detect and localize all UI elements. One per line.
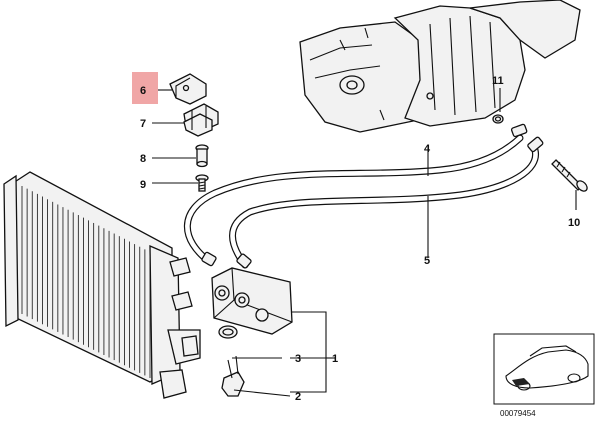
leader-lines <box>152 88 577 397</box>
callout-9: 9 <box>140 179 146 191</box>
vehicle-thumbnail <box>493 333 595 405</box>
clip <box>221 355 245 397</box>
callout-2: 2 <box>295 391 301 403</box>
callout-10: 10 <box>568 217 580 229</box>
hollow-bolt <box>551 159 588 192</box>
radiator <box>3 171 201 399</box>
callout-1: 1 <box>332 353 338 365</box>
oil-cooler <box>211 267 293 335</box>
reference-number: 00079454 <box>500 409 536 418</box>
oil-cooler-lines <box>183 123 544 269</box>
callout-8: 8 <box>140 153 146 165</box>
callout-4: 4 <box>424 143 431 155</box>
clamps <box>183 103 219 137</box>
bracket <box>169 73 207 105</box>
callout-3: 3 <box>295 353 301 365</box>
callout-6-highlight <box>132 72 158 104</box>
callout-6: 6 <box>140 85 146 97</box>
transmission <box>299 0 581 133</box>
callout-5: 5 <box>424 255 430 267</box>
callout-7: 7 <box>140 118 146 130</box>
stud-bolt <box>195 144 209 168</box>
callout-11: 11 <box>492 75 504 87</box>
seal-ring <box>218 325 238 339</box>
screw <box>195 174 209 192</box>
o-ring <box>492 114 504 124</box>
